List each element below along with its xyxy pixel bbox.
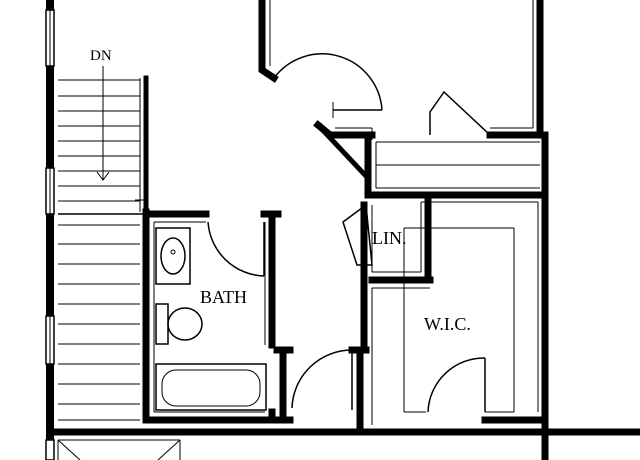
inner-lines (57, 0, 540, 460)
walls (46, 0, 640, 460)
walk-in-closet-label: W.I.C. (424, 314, 471, 334)
bathtub-icon (155, 363, 267, 411)
stairs (58, 79, 146, 421)
stair-direction-arrow-icon (96, 66, 110, 181)
bath-label: BATH (200, 287, 247, 307)
sink-icon (155, 227, 191, 285)
bath-fixtures (155, 227, 267, 411)
windows (45, 9, 55, 460)
doors (207, 53, 491, 413)
linen-closet-label: LIN. (372, 228, 407, 248)
toilet-icon (155, 303, 203, 345)
stairs-label: DN (90, 48, 112, 64)
